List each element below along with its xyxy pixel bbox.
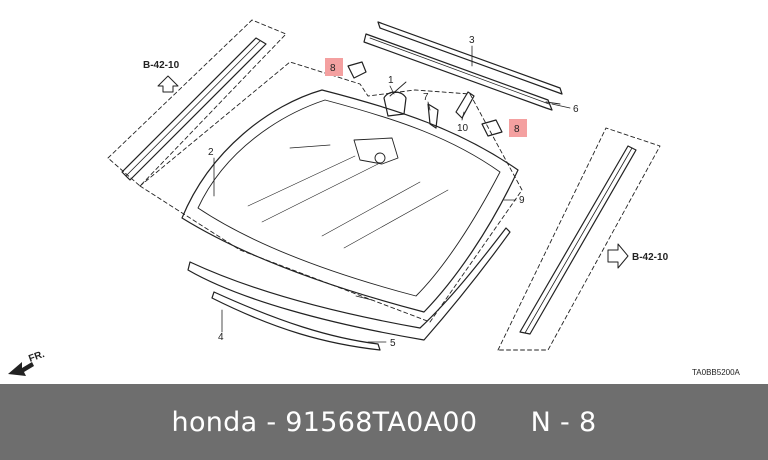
seal-strip	[545, 101, 561, 105]
callout-6: 6	[573, 104, 579, 115]
callout-1: 1	[388, 75, 394, 86]
drawing-code: TA0BB5200A	[692, 368, 741, 377]
callout-5: 5	[390, 338, 396, 349]
part-info-footer: honda - 91568TA0A00 N - 8	[0, 384, 768, 460]
ref-label-right: B-42-10	[632, 252, 669, 263]
left-pillar-dashed-box	[107, 19, 287, 187]
lower-molding	[211, 291, 381, 351]
callout-3: 3	[469, 35, 475, 46]
callout-7: 7	[423, 92, 429, 103]
right-pillar-molding	[519, 145, 637, 335]
front-label: FR.	[27, 349, 46, 365]
windshield-inner-edge	[197, 99, 501, 297]
callout-8-right: 8	[514, 124, 520, 135]
retainer-clip-left	[347, 61, 367, 79]
callout-8-highlight-right	[509, 119, 527, 137]
front-direction-arrow-icon	[8, 362, 34, 376]
roof-molding-lower	[363, 33, 553, 111]
callout-8-highlight-left	[325, 58, 343, 76]
bracket-part	[455, 91, 475, 119]
ref-arrow-right-icon	[607, 243, 629, 269]
windshield-parts-diagram: 1 2 3 4 5 6 7 8 8 9 10 B-42-10 B-42-10 F…	[8, 19, 741, 377]
callout-10: 10	[457, 123, 469, 134]
mirror-base	[383, 91, 407, 117]
brand-name: honda	[171, 406, 258, 438]
windshield-outer-edge	[181, 89, 519, 313]
glass-dashed-frame	[139, 61, 523, 323]
callout-8-left: 8	[330, 63, 336, 74]
diagram-position: N - 8	[530, 406, 597, 438]
brand-separator: -	[257, 406, 286, 438]
ref-arrow-up-icon	[157, 75, 179, 93]
dam-rubber	[187, 227, 511, 341]
retainer-clip-right	[481, 119, 503, 137]
right-pillar-dashed-box	[497, 127, 661, 351]
clip-part	[427, 103, 439, 129]
left-pillar-molding	[121, 37, 267, 181]
callout-4: 4	[218, 332, 224, 343]
ref-label-left: B-42-10	[143, 60, 180, 71]
part-number: 91568TA0A00	[285, 406, 478, 438]
sensor-window	[353, 137, 399, 165]
callout-9: 9	[519, 195, 525, 206]
roof-molding-upper	[377, 21, 563, 95]
callout-2: 2	[208, 147, 214, 158]
